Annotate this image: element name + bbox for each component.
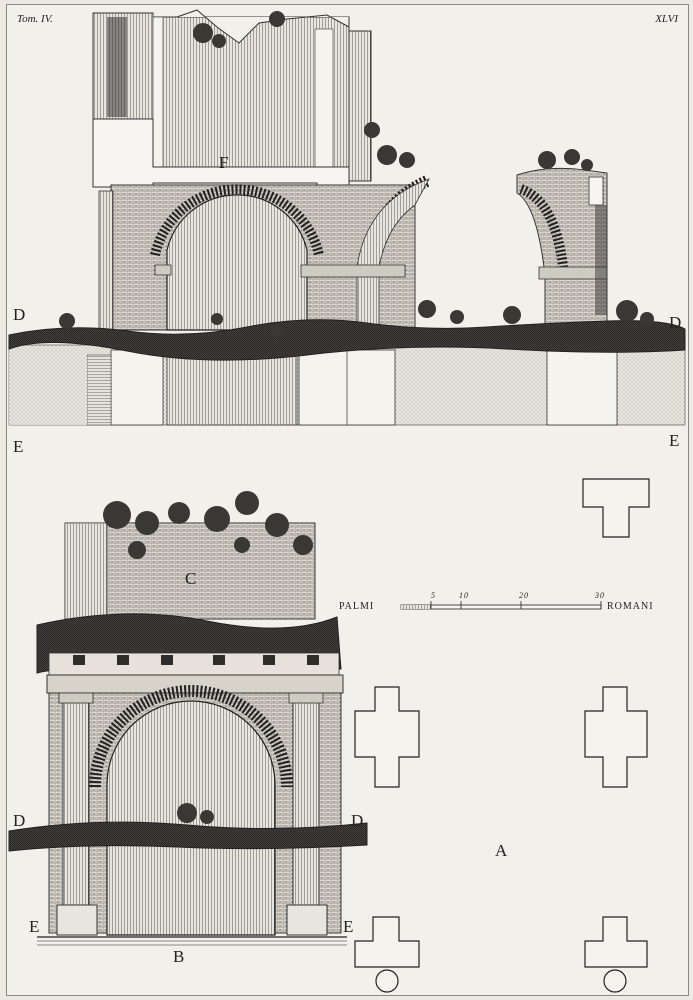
plate-number: XLVI bbox=[655, 13, 678, 25]
plan-piers bbox=[354, 478, 650, 993]
scale-tick-20: 20 bbox=[519, 591, 529, 600]
label-d-top-left: D bbox=[13, 305, 26, 324]
label-b: B bbox=[173, 947, 185, 966]
label-f: F bbox=[219, 153, 229, 172]
scale-right-word: ROMANI bbox=[607, 601, 654, 612]
engraving-artwork bbox=[8, 9, 686, 993]
label-e-bottom-right: E bbox=[343, 917, 354, 936]
scale-tick-5: 5 bbox=[431, 591, 436, 600]
scale-left-word: PALMI bbox=[339, 601, 375, 612]
label-d-bottom-right: D bbox=[351, 811, 364, 830]
scale-tick-10: 10 bbox=[459, 591, 469, 600]
lower-arch-elevation bbox=[8, 491, 368, 946]
label-e-top-right: E bbox=[669, 431, 680, 450]
label-a: A bbox=[495, 841, 508, 860]
label-d-bottom-left: D bbox=[13, 811, 26, 830]
volume-label: Tom. IV. bbox=[17, 13, 53, 25]
engraving-plate: Tom. IV. XLVI F D D E E C D D E E B A PA… bbox=[6, 4, 689, 996]
scale-tick-30: 30 bbox=[595, 591, 605, 600]
label-e-top-left: E bbox=[13, 437, 24, 456]
label-e-bottom-left: E bbox=[29, 917, 40, 936]
scale-bar-graphic bbox=[400, 601, 602, 610]
label-c: C bbox=[185, 569, 197, 588]
upper-ruin-elevation bbox=[8, 9, 686, 426]
label-d-top-right: D bbox=[669, 313, 682, 332]
